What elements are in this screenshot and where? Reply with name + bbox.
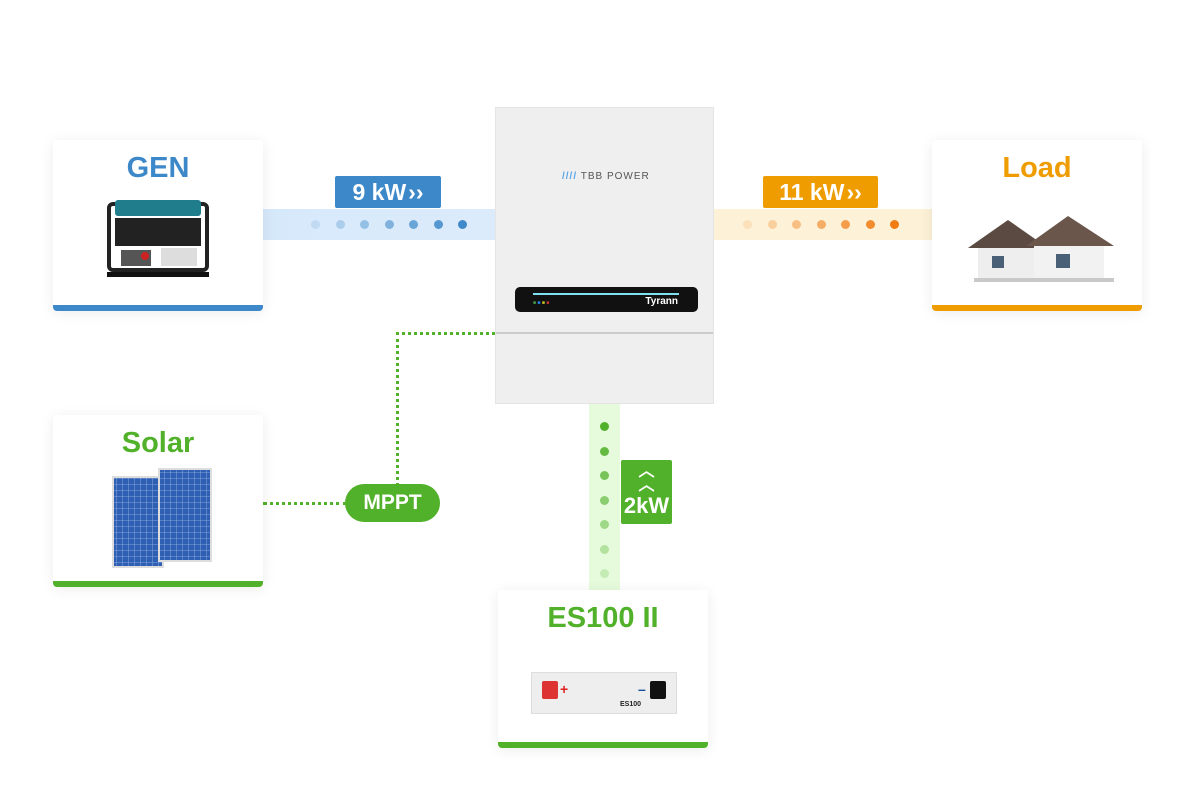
inverter-logo: //// TBB POWER [562,171,650,182]
battery-flow-value: 2kW [623,493,670,518]
load-title: Load [1002,152,1072,184]
mppt-dotted-line-h [396,332,495,335]
flow-dot [792,220,801,229]
gen-card[interactable]: GEN [53,140,263,311]
battery-title: ES100 II [547,602,659,634]
inverter: //// TBB POWER ■ ■ ■ ■ Tyrann [495,107,714,404]
flow-dot [384,220,394,229]
flow-dot [311,220,320,229]
battery-icon: + – ES100 [531,672,677,714]
flow-dot [600,495,609,505]
flow-dot [600,544,609,554]
tbb-logo-icon: //// [562,171,578,182]
flow-dot [841,220,850,229]
inverter-brand: TBB POWER [580,171,650,182]
flow-dot [360,220,369,229]
inverter-display: ■ ■ ■ ■ Tyrann [515,287,698,312]
battery-model: ES100 [620,701,642,708]
load-flow-value: 11 kW [779,178,845,205]
house-icon [968,216,1114,282]
flow-dot [767,220,777,229]
mppt-dotted-line-v [396,332,399,486]
flow-dot [335,220,345,229]
gen-flow-band [263,209,495,240]
battery-flow-label: ︿︿2kW [621,460,672,524]
flow-dot [890,220,899,229]
flow-dot [458,220,467,229]
load-flow-label: 11 kW›› [763,176,878,208]
solar-title: Solar [121,427,195,459]
solar-panel-icon [112,468,212,568]
mppt-label: MPPT [363,491,422,514]
flow-dot [600,471,609,480]
solar-card[interactable]: Solar [53,415,263,587]
gen-flow-value: 9 kW [352,178,407,205]
chevron-up-icon: ︿︿ [638,463,655,494]
flow-dot [600,446,609,456]
flow-dot [865,220,875,229]
flow-dot [816,220,826,229]
flow-dot [409,220,418,229]
generator-icon [107,200,209,277]
flow-dot [433,220,443,229]
flow-dot [600,422,609,431]
mppt-badge: MPPT [345,484,440,522]
flow-dot [600,520,609,529]
inverter-model: Tyrann [645,296,678,307]
battery-card[interactable]: ES100 II + – ES100 [498,590,708,748]
chevron-right-icon: ›› [846,178,862,205]
flow-dot [743,220,752,229]
flow-dot [600,569,609,578]
solar-dotted-line [263,502,347,505]
load-card[interactable]: Load [932,140,1142,311]
chevron-right-icon: ›› [408,178,424,205]
gen-flow-label: 9 kW›› [335,176,441,208]
gen-title: GEN [126,152,190,184]
